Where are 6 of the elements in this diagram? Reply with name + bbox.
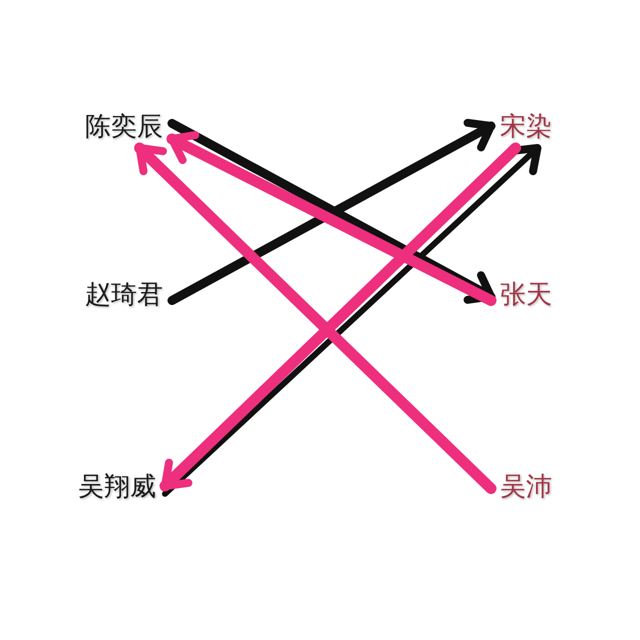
person-name: 张天: [500, 281, 552, 307]
person-name: 吴沛: [500, 473, 552, 499]
person-name: 吴翔威: [78, 473, 156, 499]
person-name: 宋染: [500, 113, 552, 139]
person-name: 赵琦君: [85, 281, 163, 307]
person-name: 陈奕辰: [85, 113, 163, 139]
